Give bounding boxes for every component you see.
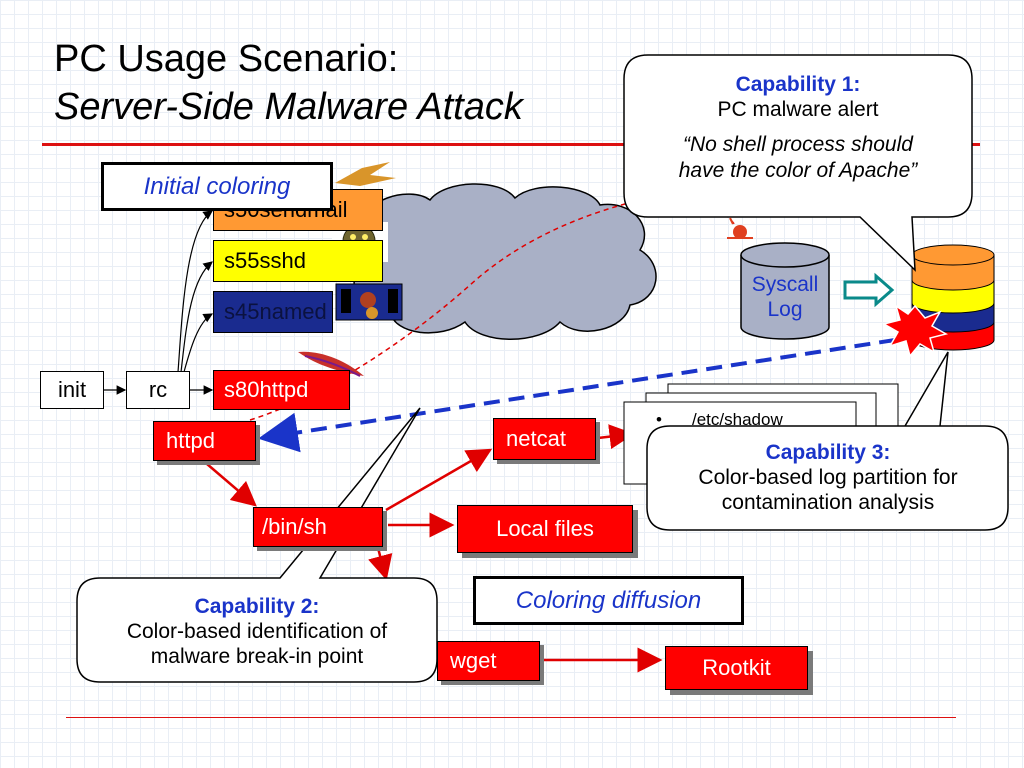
slide-title: PC Usage Scenario: (54, 38, 399, 80)
arrow-binsh-netcat (385, 448, 493, 512)
apache-feather-icon (298, 351, 364, 377)
capability3-line1: Color-based log partition for (698, 466, 958, 490)
rootkit-folder: Rootkit (665, 646, 808, 690)
capability1-callout (623, 54, 973, 272)
syscall-log-label: Syscall Log (741, 272, 829, 322)
capability2-text: Capability 2: Color-based identification… (80, 594, 434, 670)
capability3-text: Capability 3: Color-based log partition … (650, 440, 1006, 516)
partition-arrow-icon (843, 272, 895, 308)
process-rc: rc (126, 371, 190, 409)
capability1-text: Capability 1: PC malware alert “No shell… (630, 72, 966, 183)
connector-rc-sshd (180, 261, 213, 373)
connector-rc-named (183, 313, 214, 373)
process-s80httpd: s80httpd (213, 370, 350, 410)
slide-subtitle: Server-Side Malware Attack (54, 86, 523, 128)
syscall-log-line2: Log (767, 298, 803, 322)
process-s55sshd: s55sshd (213, 240, 383, 282)
syscall-log-line1: Syscall (751, 273, 819, 296)
capability2-callout (76, 407, 438, 683)
capability1-quote-line2: have the color of Apache” (678, 158, 918, 182)
process-wget: wget (437, 641, 540, 681)
arrow-binsh-down (368, 547, 393, 581)
alert-burst-icon (882, 304, 948, 358)
capability3-title: Capability 3: (765, 441, 891, 464)
arrow-httpd-binsh (199, 457, 257, 507)
title-rule (42, 143, 980, 146)
arrow-log-to-httpd (258, 338, 896, 453)
connector-rc-sendmail (177, 210, 213, 373)
sendmail-bird-icon (335, 162, 396, 186)
footer-rule (66, 717, 956, 718)
malware-bug-icon (727, 217, 753, 239)
coloring-diffusion-label: Coloring diffusion (473, 576, 744, 625)
capability1-title: Capability 1: (735, 73, 861, 96)
process-httpd: httpd (153, 421, 256, 461)
capability2-line2: malware break-in point (150, 645, 364, 669)
initial-coloring-label: Initial coloring (101, 162, 333, 211)
capability3-callout (646, 351, 1009, 531)
capability1-quote-line1: “No shell process should (683, 133, 913, 157)
capability1-subtitle: PC malware alert (717, 98, 879, 122)
local-files-folder: Local files (457, 505, 633, 553)
named-gears-icon (335, 283, 403, 321)
doc-item-etc-shadow: /etc/shadow (692, 410, 783, 426)
process-s45named: s45named (213, 291, 333, 333)
capability3-line2: contamination analysis (721, 491, 935, 515)
process-netcat: netcat (493, 418, 596, 460)
syscall-log-cylinder (740, 242, 830, 340)
process-init: init (40, 371, 104, 409)
capability2-line1: Color-based identification of (126, 620, 388, 644)
doc-item-bullet: • (656, 410, 662, 429)
capability2-title: Capability 2: (194, 595, 320, 618)
process-bin-sh: /bin/sh (253, 507, 383, 547)
